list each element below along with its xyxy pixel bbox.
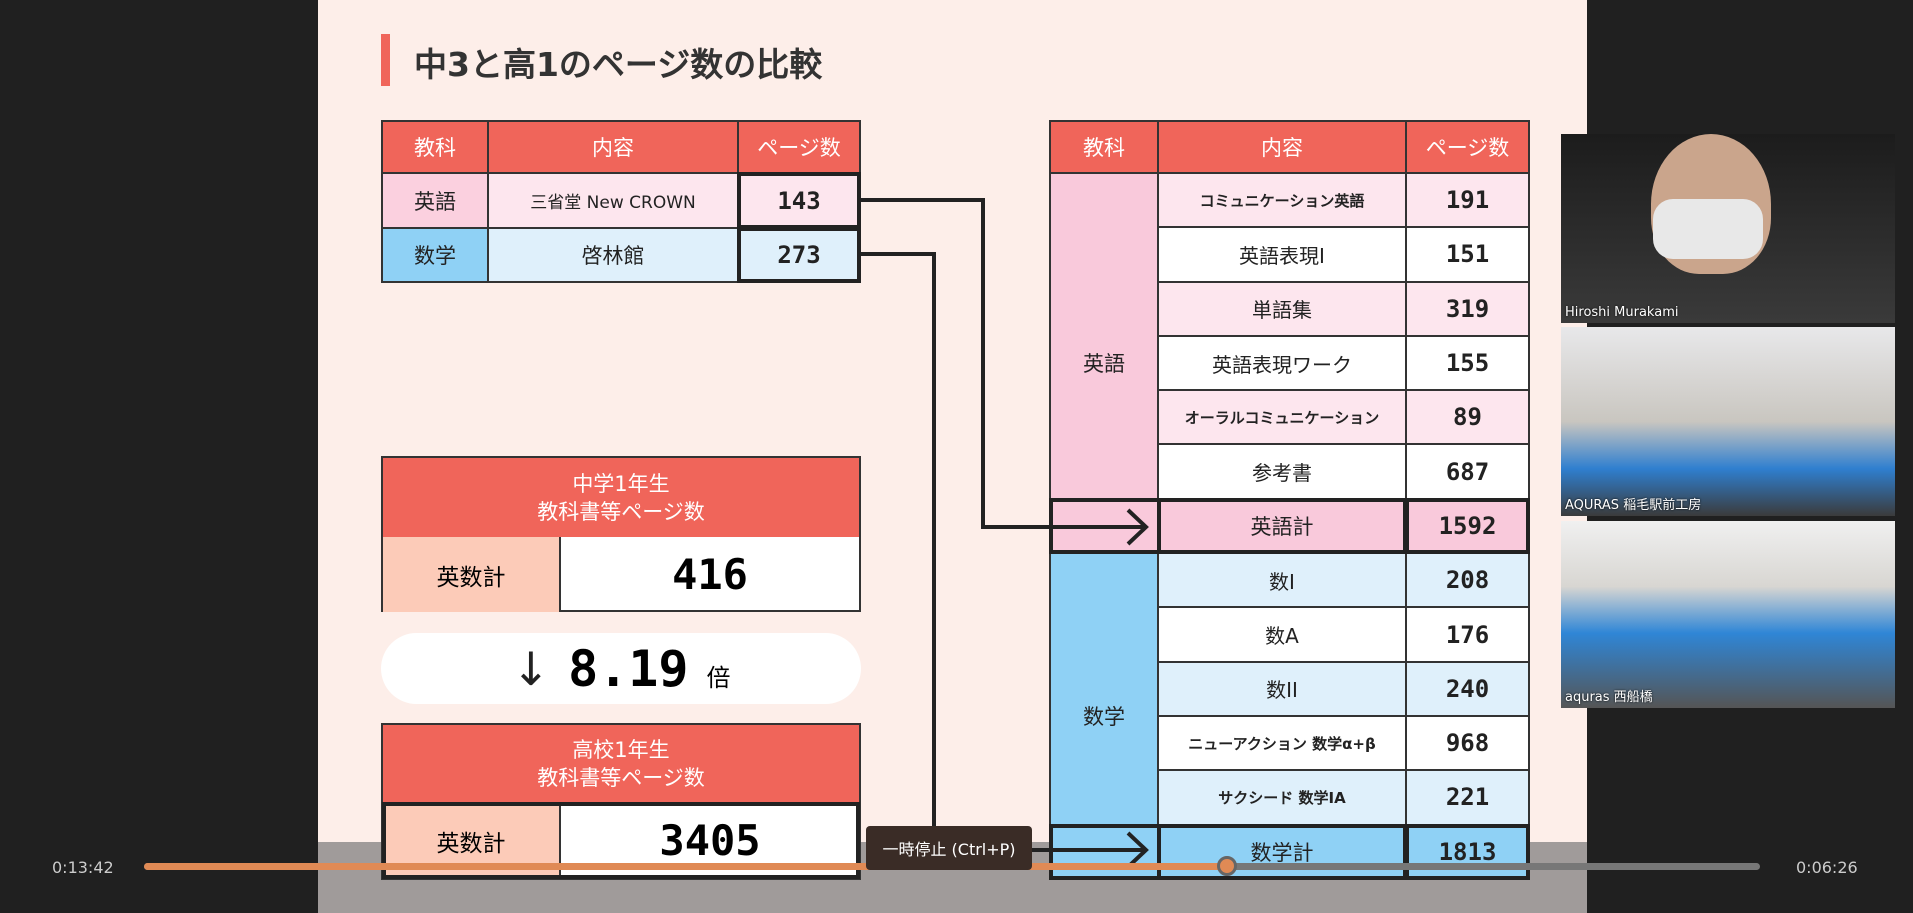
ratio-value: 8.19 bbox=[568, 639, 689, 698]
header-pages: ページ数 bbox=[1405, 120, 1530, 174]
arrow-down-icon: ↓ bbox=[511, 641, 551, 696]
subject-cell: 英語 bbox=[381, 172, 489, 229]
box-header-line2: 教科書等ページ数 bbox=[537, 499, 705, 524]
ratio-pill: ↓ 8.19 倍 bbox=[381, 633, 861, 704]
video-tile-room2[interactable]: aquras 西船橋 bbox=[1561, 521, 1895, 708]
pages-cell: 273 bbox=[737, 227, 861, 283]
content-cell: 英語表現I bbox=[1157, 226, 1407, 283]
header-pages: ページ数 bbox=[737, 120, 861, 174]
box-header-line1: 中学1年生 bbox=[572, 471, 670, 496]
content-cell: コミュニケーション英語 bbox=[1157, 171, 1407, 229]
elapsed-time: 0:13:42 bbox=[52, 858, 114, 877]
box-label: 英数計 bbox=[383, 537, 561, 612]
pages-cell: 687 bbox=[1405, 443, 1530, 500]
box-header-line1: 高校1年生 bbox=[572, 738, 670, 762]
pages-cell: 89 bbox=[1405, 389, 1530, 446]
math-connector-arrow bbox=[861, 252, 1149, 869]
total-pages: 1592 bbox=[1405, 497, 1530, 555]
remaining-time: 0:06:26 bbox=[1796, 858, 1858, 877]
english-connector-arrow bbox=[861, 198, 1149, 546]
pages-cell: 968 bbox=[1405, 714, 1530, 772]
content-cell: 啓林館 bbox=[487, 227, 739, 283]
content-cell: ニューアクション 数学α+β bbox=[1157, 714, 1407, 772]
content-cell: 数I bbox=[1157, 552, 1407, 609]
content-cell: 単語集 bbox=[1157, 280, 1407, 337]
header-content: 内容 bbox=[1157, 120, 1407, 174]
pages-cell: 151 bbox=[1405, 226, 1530, 283]
content-cell: 参考書 bbox=[1157, 443, 1407, 500]
total-label: 英語計 bbox=[1157, 497, 1407, 555]
title-accent bbox=[381, 34, 390, 86]
subject-cell: 英語 bbox=[1049, 171, 1159, 555]
junior-high-total-box: 中学1年生教科書等ページ数 英数計 416 bbox=[381, 456, 861, 612]
seek-bar-progress bbox=[144, 863, 1227, 870]
content-cell: 数A bbox=[1157, 606, 1407, 663]
content-cell: サクシード 数学IA bbox=[1157, 769, 1407, 826]
box-header-line2: 教科書等ページ数 bbox=[537, 766, 705, 790]
box-value: 3405 bbox=[659, 816, 761, 865]
participant-name: aquras 西船橋 bbox=[1565, 690, 1653, 705]
content-cell: オーラルコミュニケーション bbox=[1157, 389, 1407, 446]
pages-cell: 191 bbox=[1405, 171, 1530, 229]
pages-cell: 143 bbox=[737, 172, 861, 229]
subject-cell: 数学 bbox=[1049, 552, 1159, 880]
header-subject: 教科 bbox=[1049, 120, 1159, 174]
face-mask bbox=[1653, 199, 1763, 259]
content-cell: 英語表現ワーク bbox=[1157, 334, 1407, 392]
video-tile-room1[interactable]: AQURAS 稲毛駅前工房 bbox=[1561, 327, 1895, 516]
video-tile-host[interactable]: Hiroshi Murakami bbox=[1561, 134, 1895, 323]
pages-cell: 319 bbox=[1405, 280, 1530, 337]
header-subject: 教科 bbox=[381, 120, 489, 174]
pages-cell: 240 bbox=[1405, 660, 1530, 717]
content-cell: 三省堂 New CROWN bbox=[487, 172, 739, 229]
seek-handle[interactable] bbox=[1216, 856, 1237, 876]
box-value: 416 bbox=[672, 550, 748, 599]
subject-cell: 数学 bbox=[381, 227, 489, 283]
pages-cell: 176 bbox=[1405, 606, 1530, 663]
participant-name: AQURAS 稲毛駅前工房 bbox=[1565, 498, 1702, 513]
content-cell: 数II bbox=[1157, 660, 1407, 717]
participant-name: Hiroshi Murakami bbox=[1565, 305, 1679, 320]
header-content: 内容 bbox=[487, 120, 739, 174]
pages-cell: 155 bbox=[1405, 334, 1530, 392]
ratio-unit: 倍 bbox=[706, 664, 731, 692]
pages-cell: 221 bbox=[1405, 769, 1530, 826]
pause-tooltip: 一時停止 (Ctrl+P) bbox=[866, 826, 1032, 870]
pages-cell: 208 bbox=[1405, 552, 1530, 609]
slide-title: 中3と高1のページ数の比較 bbox=[414, 45, 823, 84]
